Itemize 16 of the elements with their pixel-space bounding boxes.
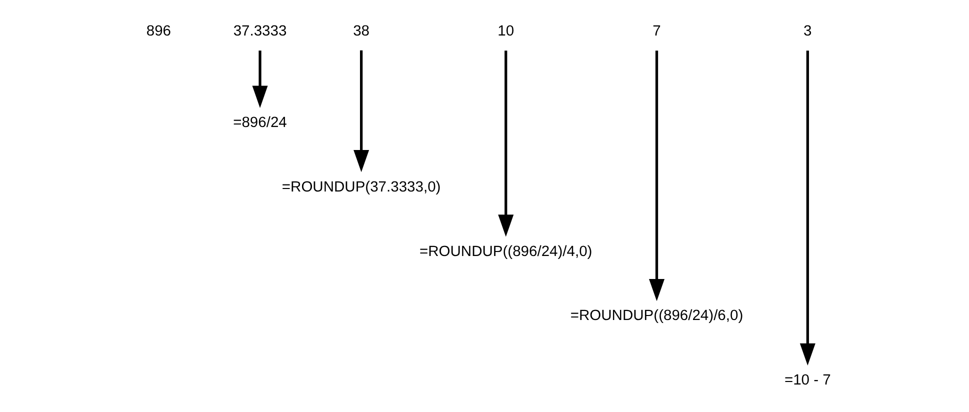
node-text: =ROUNDUP((896/24)/4,0) — [420, 244, 592, 260]
node-text: 10 — [498, 23, 514, 40]
node-text: =896/24 — [233, 115, 287, 132]
node-text: =ROUNDUP((896/24)/6,0) — [570, 308, 744, 324]
label: 896 — [146, 23, 172, 40]
arrow — [648, 50, 665, 302]
node-text: =ROUNDUP(37.3333,0) — [282, 179, 441, 196]
arrow — [800, 50, 816, 366]
arrow — [498, 50, 514, 237]
node-text: 3 — [804, 23, 812, 40]
arrow — [354, 50, 370, 172]
arrow — [252, 50, 268, 108]
node-text: 37.3333 — [233, 23, 287, 40]
node-text: 38 — [353, 23, 370, 40]
node-text: =10 - 7 — [784, 372, 831, 389]
node-text: 7 — [652, 23, 661, 40]
